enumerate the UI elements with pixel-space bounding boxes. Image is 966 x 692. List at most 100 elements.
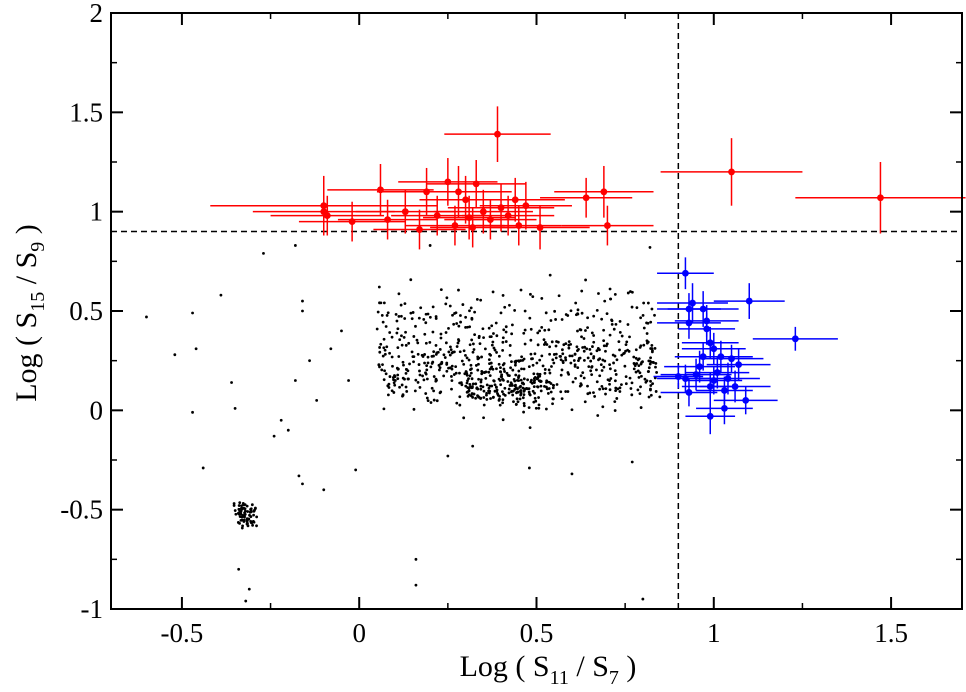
black-point	[417, 316, 421, 320]
black-point	[444, 331, 448, 334]
blue-point	[681, 372, 739, 401]
black-point	[527, 365, 531, 369]
black-point	[613, 293, 617, 296]
black-point	[400, 343, 404, 347]
black-point	[245, 504, 249, 508]
y-tick-label: 1.5	[69, 97, 103, 127]
black-point	[452, 322, 456, 326]
black-point	[483, 347, 487, 351]
black-point	[605, 312, 609, 316]
blue-point-marker	[728, 355, 735, 363]
black-point	[429, 401, 433, 404]
black-point	[592, 314, 596, 318]
y-axis-label-prefix: Log ( S	[10, 312, 43, 402]
black-point	[533, 352, 537, 356]
black-point	[649, 388, 652, 392]
blue-point-marker	[713, 369, 721, 376]
black-point	[597, 292, 600, 295]
black-point	[555, 340, 558, 343]
black-point	[462, 416, 466, 420]
black-point	[497, 354, 501, 358]
black-point	[233, 509, 237, 512]
black-point	[543, 328, 547, 332]
black-point	[414, 378, 418, 382]
black-point	[589, 369, 593, 373]
black-point	[428, 315, 432, 319]
black-point	[537, 403, 541, 407]
black-point	[648, 246, 652, 249]
black-point	[401, 393, 405, 397]
black-point	[382, 378, 386, 382]
black-point	[566, 314, 570, 317]
black-point	[511, 368, 515, 372]
black-point	[595, 380, 599, 384]
black-point	[392, 391, 396, 394]
black-point	[501, 398, 505, 402]
black-point	[460, 359, 464, 363]
black-point	[639, 385, 642, 389]
black-point	[620, 353, 624, 357]
black-point	[499, 311, 503, 315]
black-point	[393, 379, 397, 382]
black-point	[504, 330, 508, 334]
black-point	[477, 334, 481, 338]
black-point	[232, 504, 236, 507]
black-point	[404, 330, 407, 334]
black-point	[569, 342, 573, 346]
black-point	[390, 335, 394, 339]
black-point	[552, 361, 556, 365]
black-point	[604, 387, 608, 391]
black-point	[219, 293, 223, 297]
black-point	[397, 292, 401, 296]
black-point	[507, 391, 511, 395]
black-point	[470, 316, 474, 320]
black-point	[462, 362, 466, 366]
black-point	[499, 370, 502, 374]
black-point	[559, 390, 563, 394]
black-point	[536, 343, 540, 347]
black-point	[430, 354, 434, 358]
black-point	[553, 309, 557, 313]
black-point	[612, 327, 616, 331]
black-point	[394, 312, 398, 316]
red-point	[490, 205, 590, 250]
blue-point	[685, 398, 736, 435]
black-point	[247, 587, 251, 591]
black-point	[382, 346, 386, 350]
black-point	[508, 344, 512, 347]
black-point	[548, 273, 552, 277]
black-point	[422, 318, 426, 321]
red-point-marker	[511, 196, 519, 204]
black-point	[554, 356, 558, 360]
black-point	[532, 372, 536, 376]
black-point	[531, 363, 535, 367]
black-point	[431, 305, 435, 309]
blue-point	[696, 362, 760, 395]
black-point	[393, 383, 397, 387]
black-point	[508, 353, 512, 357]
black-point	[595, 368, 598, 372]
black-point	[506, 380, 510, 383]
black-point	[424, 341, 428, 345]
black-point	[612, 361, 615, 365]
black-point	[480, 369, 484, 373]
blue-point	[653, 364, 704, 389]
black-point	[536, 385, 539, 389]
black-point	[241, 524, 244, 528]
black-point	[522, 377, 526, 381]
black-point	[412, 407, 416, 411]
black-point	[519, 391, 523, 395]
black-point	[399, 303, 403, 307]
black-point	[252, 513, 256, 517]
black-point	[493, 383, 497, 387]
black-point	[421, 374, 424, 378]
black-point	[240, 507, 244, 511]
black-point	[442, 353, 446, 357]
black-point	[572, 359, 576, 362]
black-point	[639, 316, 643, 320]
black-point	[404, 385, 408, 389]
red-point-marker	[384, 216, 391, 224]
black-point	[504, 325, 508, 329]
black-point	[615, 397, 619, 400]
black-point	[492, 379, 496, 383]
